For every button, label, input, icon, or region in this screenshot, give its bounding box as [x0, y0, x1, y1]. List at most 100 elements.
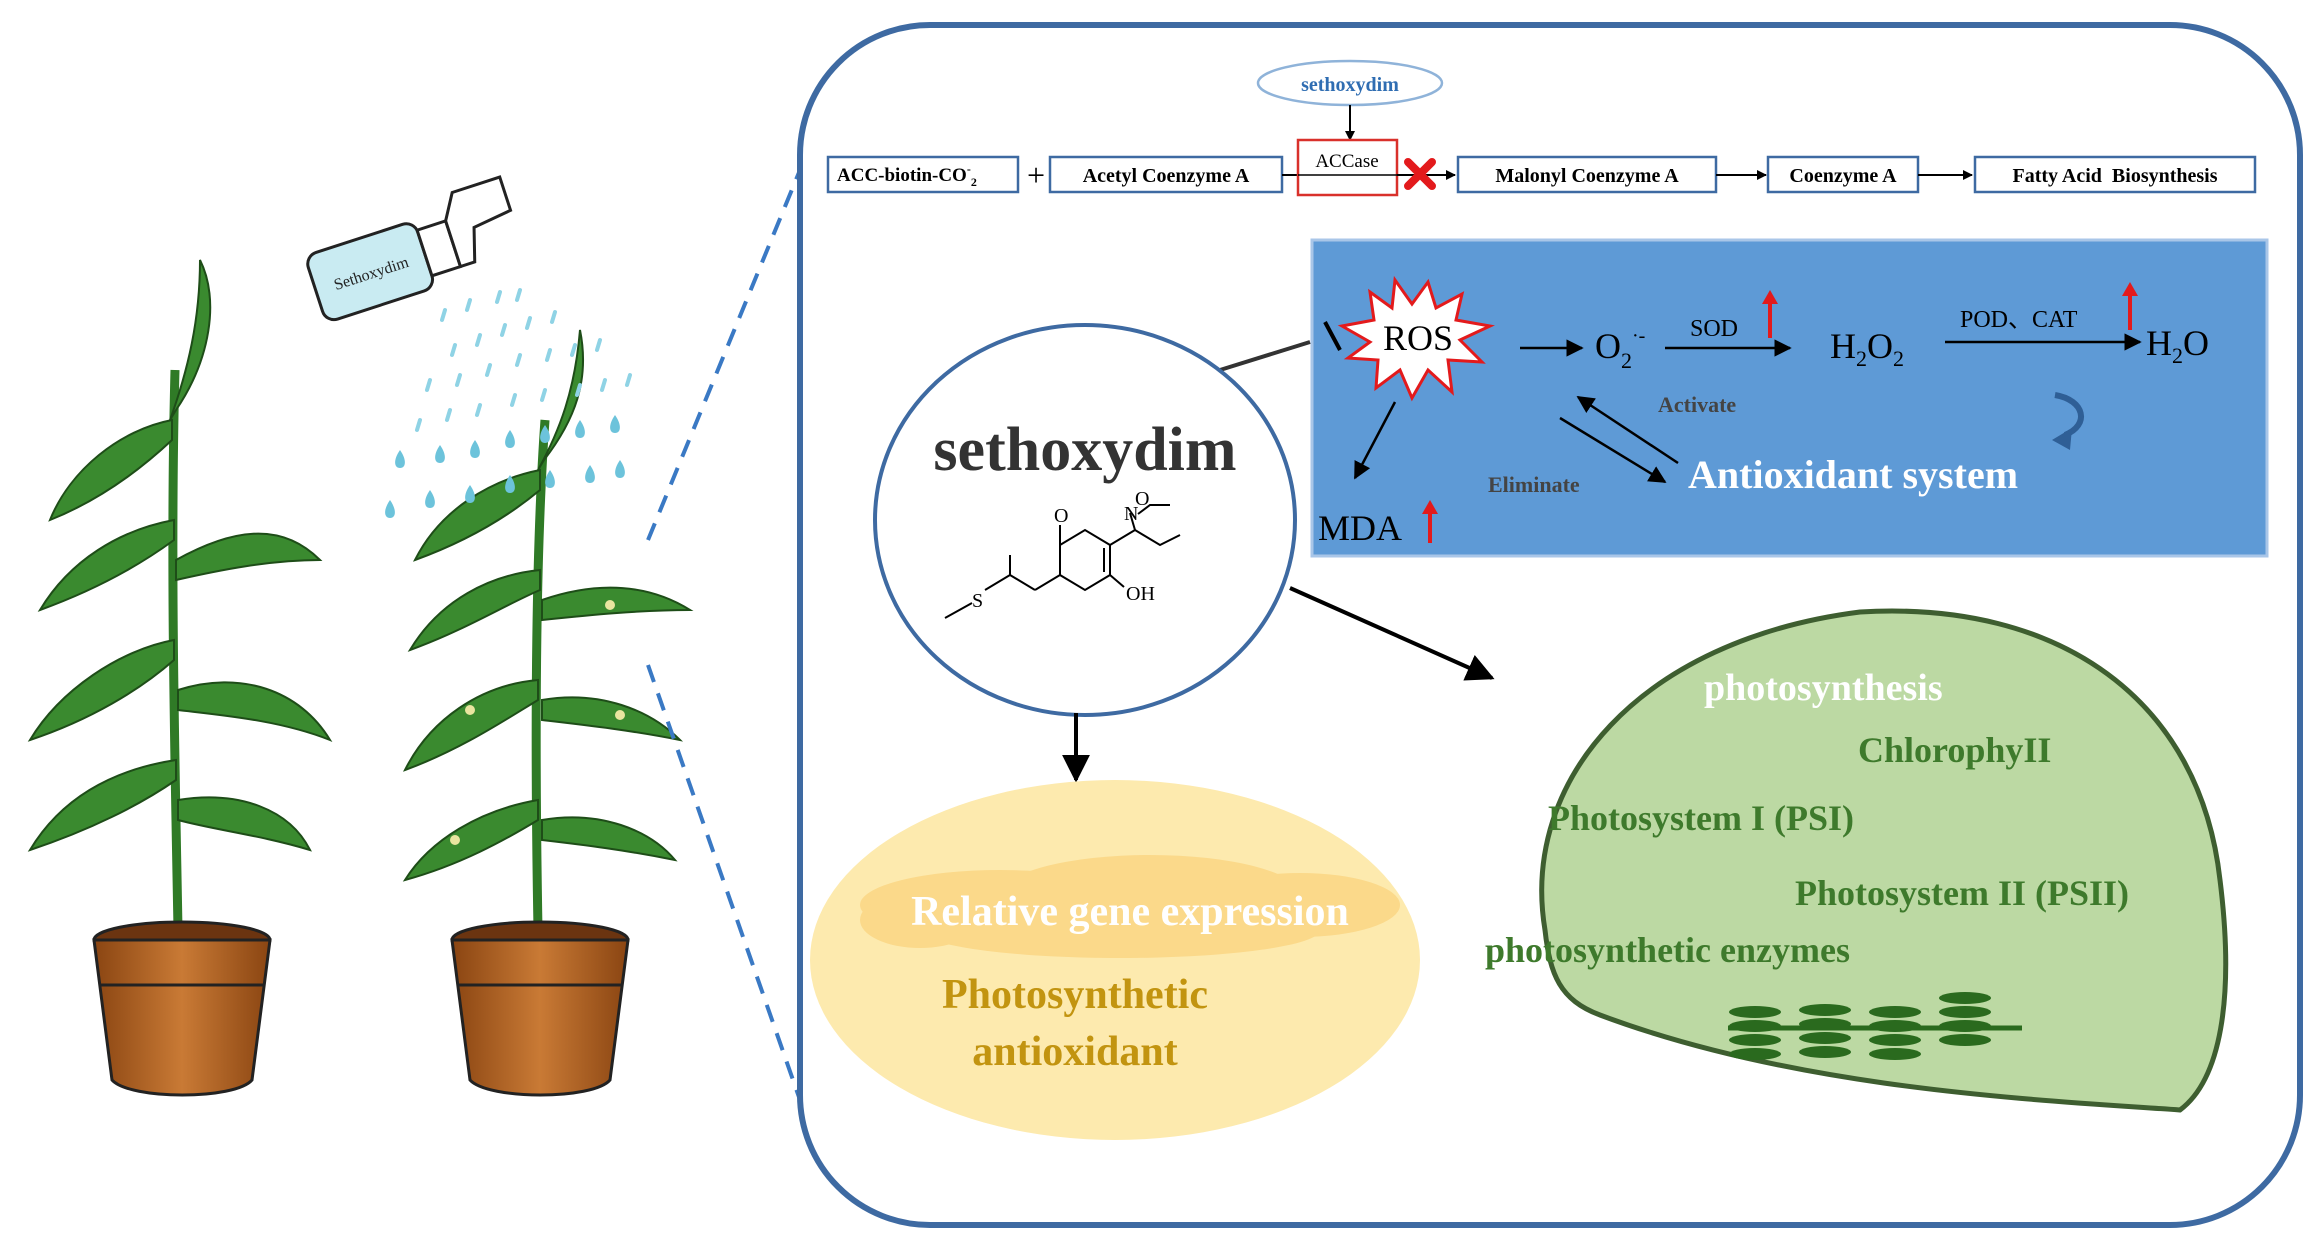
blocked-x-icon — [1404, 158, 1436, 190]
ros-burst-icon — [1337, 275, 1495, 402]
superoxide-label: O2·- — [1595, 325, 1645, 373]
droplet — [615, 460, 625, 478]
droplet — [515, 288, 522, 302]
droplet — [435, 445, 445, 463]
node-fatty-acid — [1973, 155, 2257, 194]
sethoxydim-circle: sethoxydim O N O S OH — [873, 323, 1297, 717]
zoom-line-bottom — [646, 664, 802, 1101]
pathway-row: sethoxydim ACC-biotin-CO-2 + Acetyl Coen… — [826, 59, 2257, 197]
droplet — [595, 338, 602, 352]
h2o-label: H2O — [2146, 323, 2209, 368]
droplet — [385, 500, 395, 518]
leaf — [541, 586, 694, 622]
sod-up-arrow-icon — [1762, 290, 1778, 338]
droplet — [610, 415, 620, 433]
mda-label: MDA — [1318, 508, 1402, 548]
droplet — [450, 343, 457, 357]
thylakoid-stack-icon — [1728, 992, 2022, 1060]
node-acetyl-coa — [1048, 155, 1284, 194]
droplet — [440, 308, 447, 322]
leaf — [175, 532, 323, 582]
node-fatty-acid-label: Fatty Acid Biosynthesis — [2012, 165, 2217, 187]
ros-panel: ROS O2·- SOD H2O2 POD、CAT H2O MDA Activa… — [1310, 238, 2269, 558]
droplet — [545, 348, 552, 362]
sethoxydim-title: sethoxydim — [933, 416, 1236, 484]
leaf — [177, 681, 333, 743]
antioxidant-label: antioxidant — [972, 1029, 1177, 1075]
leaf — [537, 329, 585, 471]
node-accase-label: ACCase — [1315, 151, 1378, 172]
relative-gene-expression-label: Relative gene expression — [911, 889, 1349, 935]
chemical-structure-icon — [944, 504, 1181, 619]
gene-expression-panel: Relative gene expression Photosynthetic … — [810, 780, 1420, 1140]
structure-s-label: S — [972, 590, 983, 612]
structure-o-label: O — [1054, 505, 1068, 527]
droplet — [575, 383, 582, 397]
node-accase — [1296, 138, 1399, 197]
spray-droplets — [385, 288, 632, 518]
droplet — [445, 408, 452, 422]
leaf — [541, 816, 678, 862]
droplet — [575, 420, 585, 438]
droplet — [425, 378, 432, 392]
leaf — [169, 259, 212, 421]
eliminate-label: Eliminate — [1488, 472, 1580, 497]
inhibitor-label: sethoxydim — [1301, 74, 1399, 96]
sod-label: SOD — [1690, 316, 1738, 342]
pod-cat-label: POD、CAT — [1960, 307, 2078, 333]
leaf — [48, 418, 173, 522]
droplet — [505, 475, 515, 493]
plant-right — [402, 329, 694, 931]
plant-left — [27, 259, 333, 931]
node-malonyl-coa — [1456, 155, 1718, 194]
structure-oh-label: OH — [1126, 583, 1155, 605]
droplet — [570, 343, 577, 357]
psi-label: Photosystem I (PSI) — [1548, 798, 1854, 838]
leaf — [177, 796, 312, 852]
leaf — [37, 518, 175, 612]
droplet — [545, 470, 555, 488]
structure-o2-label: O — [1135, 488, 1149, 510]
droplet — [585, 465, 595, 483]
ros-label: ROS — [1383, 318, 1453, 358]
zoom-line-top — [646, 169, 802, 541]
node-acetyl-coa-label: Acetyl Coenzyme A — [1083, 165, 1250, 187]
leaf — [407, 568, 541, 652]
activate-label: Activate — [1658, 392, 1736, 417]
droplet — [475, 333, 482, 347]
droplet — [515, 353, 522, 367]
droplet — [540, 388, 547, 402]
photosynthesis-title: photosynthesis — [1704, 667, 1943, 709]
photosynthetic-label: Photosynthetic — [942, 972, 1208, 1018]
antioxidant-system-label: Antioxidant system — [1688, 452, 2018, 497]
photosynthesis-panel: photosynthesis ChlorophyII Photosystem I… — [1485, 608, 2229, 1113]
cloud-shape — [860, 855, 1400, 958]
droplet — [505, 430, 515, 448]
droplet — [625, 373, 632, 387]
psii-label: Photosystem II (PSII) — [1795, 873, 2129, 913]
leaf — [412, 468, 541, 562]
node-malonyl-coa-label: Malonyl Coenzyme A — [1495, 165, 1679, 187]
mda-up-arrow-icon — [1422, 500, 1438, 543]
node-coenzyme-a-label: Coenzyme A — [1789, 165, 1897, 187]
droplet — [525, 316, 532, 330]
droplet — [415, 418, 422, 432]
node-coenzyme-a — [1766, 155, 1920, 194]
pot-right — [450, 920, 630, 1097]
droplet — [425, 490, 435, 508]
photosynthetic-enzymes-label: photosynthetic enzymes — [1485, 930, 1850, 970]
droplet — [550, 310, 557, 324]
leaf — [402, 678, 539, 772]
node-acc-biotin — [826, 155, 1020, 194]
droplet — [465, 485, 475, 503]
leaf — [27, 758, 177, 852]
droplet — [470, 440, 480, 458]
droplet — [495, 290, 502, 304]
droplet — [455, 373, 462, 387]
droplet — [510, 393, 517, 407]
structure-n-label: N — [1124, 503, 1138, 525]
h2o2-label: H2O2 — [1830, 326, 1904, 371]
droplet — [475, 403, 482, 417]
pod-cat-up-arrow-icon — [2122, 282, 2138, 330]
pot-left — [92, 920, 272, 1097]
